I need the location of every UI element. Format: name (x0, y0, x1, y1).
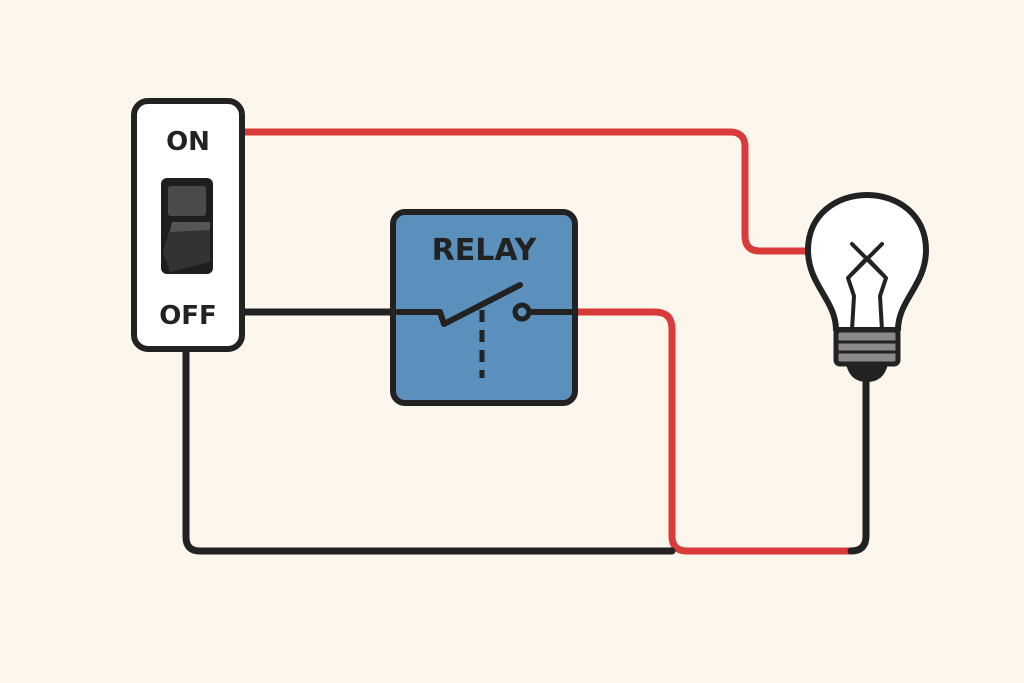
light-bulb-icon (805, 192, 929, 382)
relay-contact-icon (395, 282, 572, 378)
bulb-filament (846, 242, 888, 332)
relay: RELAY (390, 209, 578, 406)
relay-label: RELAY (432, 233, 538, 268)
switch-off-label: OFF (159, 301, 217, 331)
switch-on-label: ON (166, 127, 210, 157)
relay-body (390, 209, 578, 406)
bulb-base (833, 327, 901, 367)
wire-neutral-bottom (182, 346, 676, 555)
bulb-glass (805, 192, 929, 333)
wire-live-switch-to-bulb (238, 128, 816, 255)
wire-live-relay-to-bulb (526, 308, 854, 555)
bulb-tip (846, 364, 888, 382)
wire-neutral-return (847, 376, 870, 555)
toggle-switch[interactable]: ON OFF (131, 98, 245, 352)
toggle-switch-icon[interactable] (161, 178, 213, 274)
